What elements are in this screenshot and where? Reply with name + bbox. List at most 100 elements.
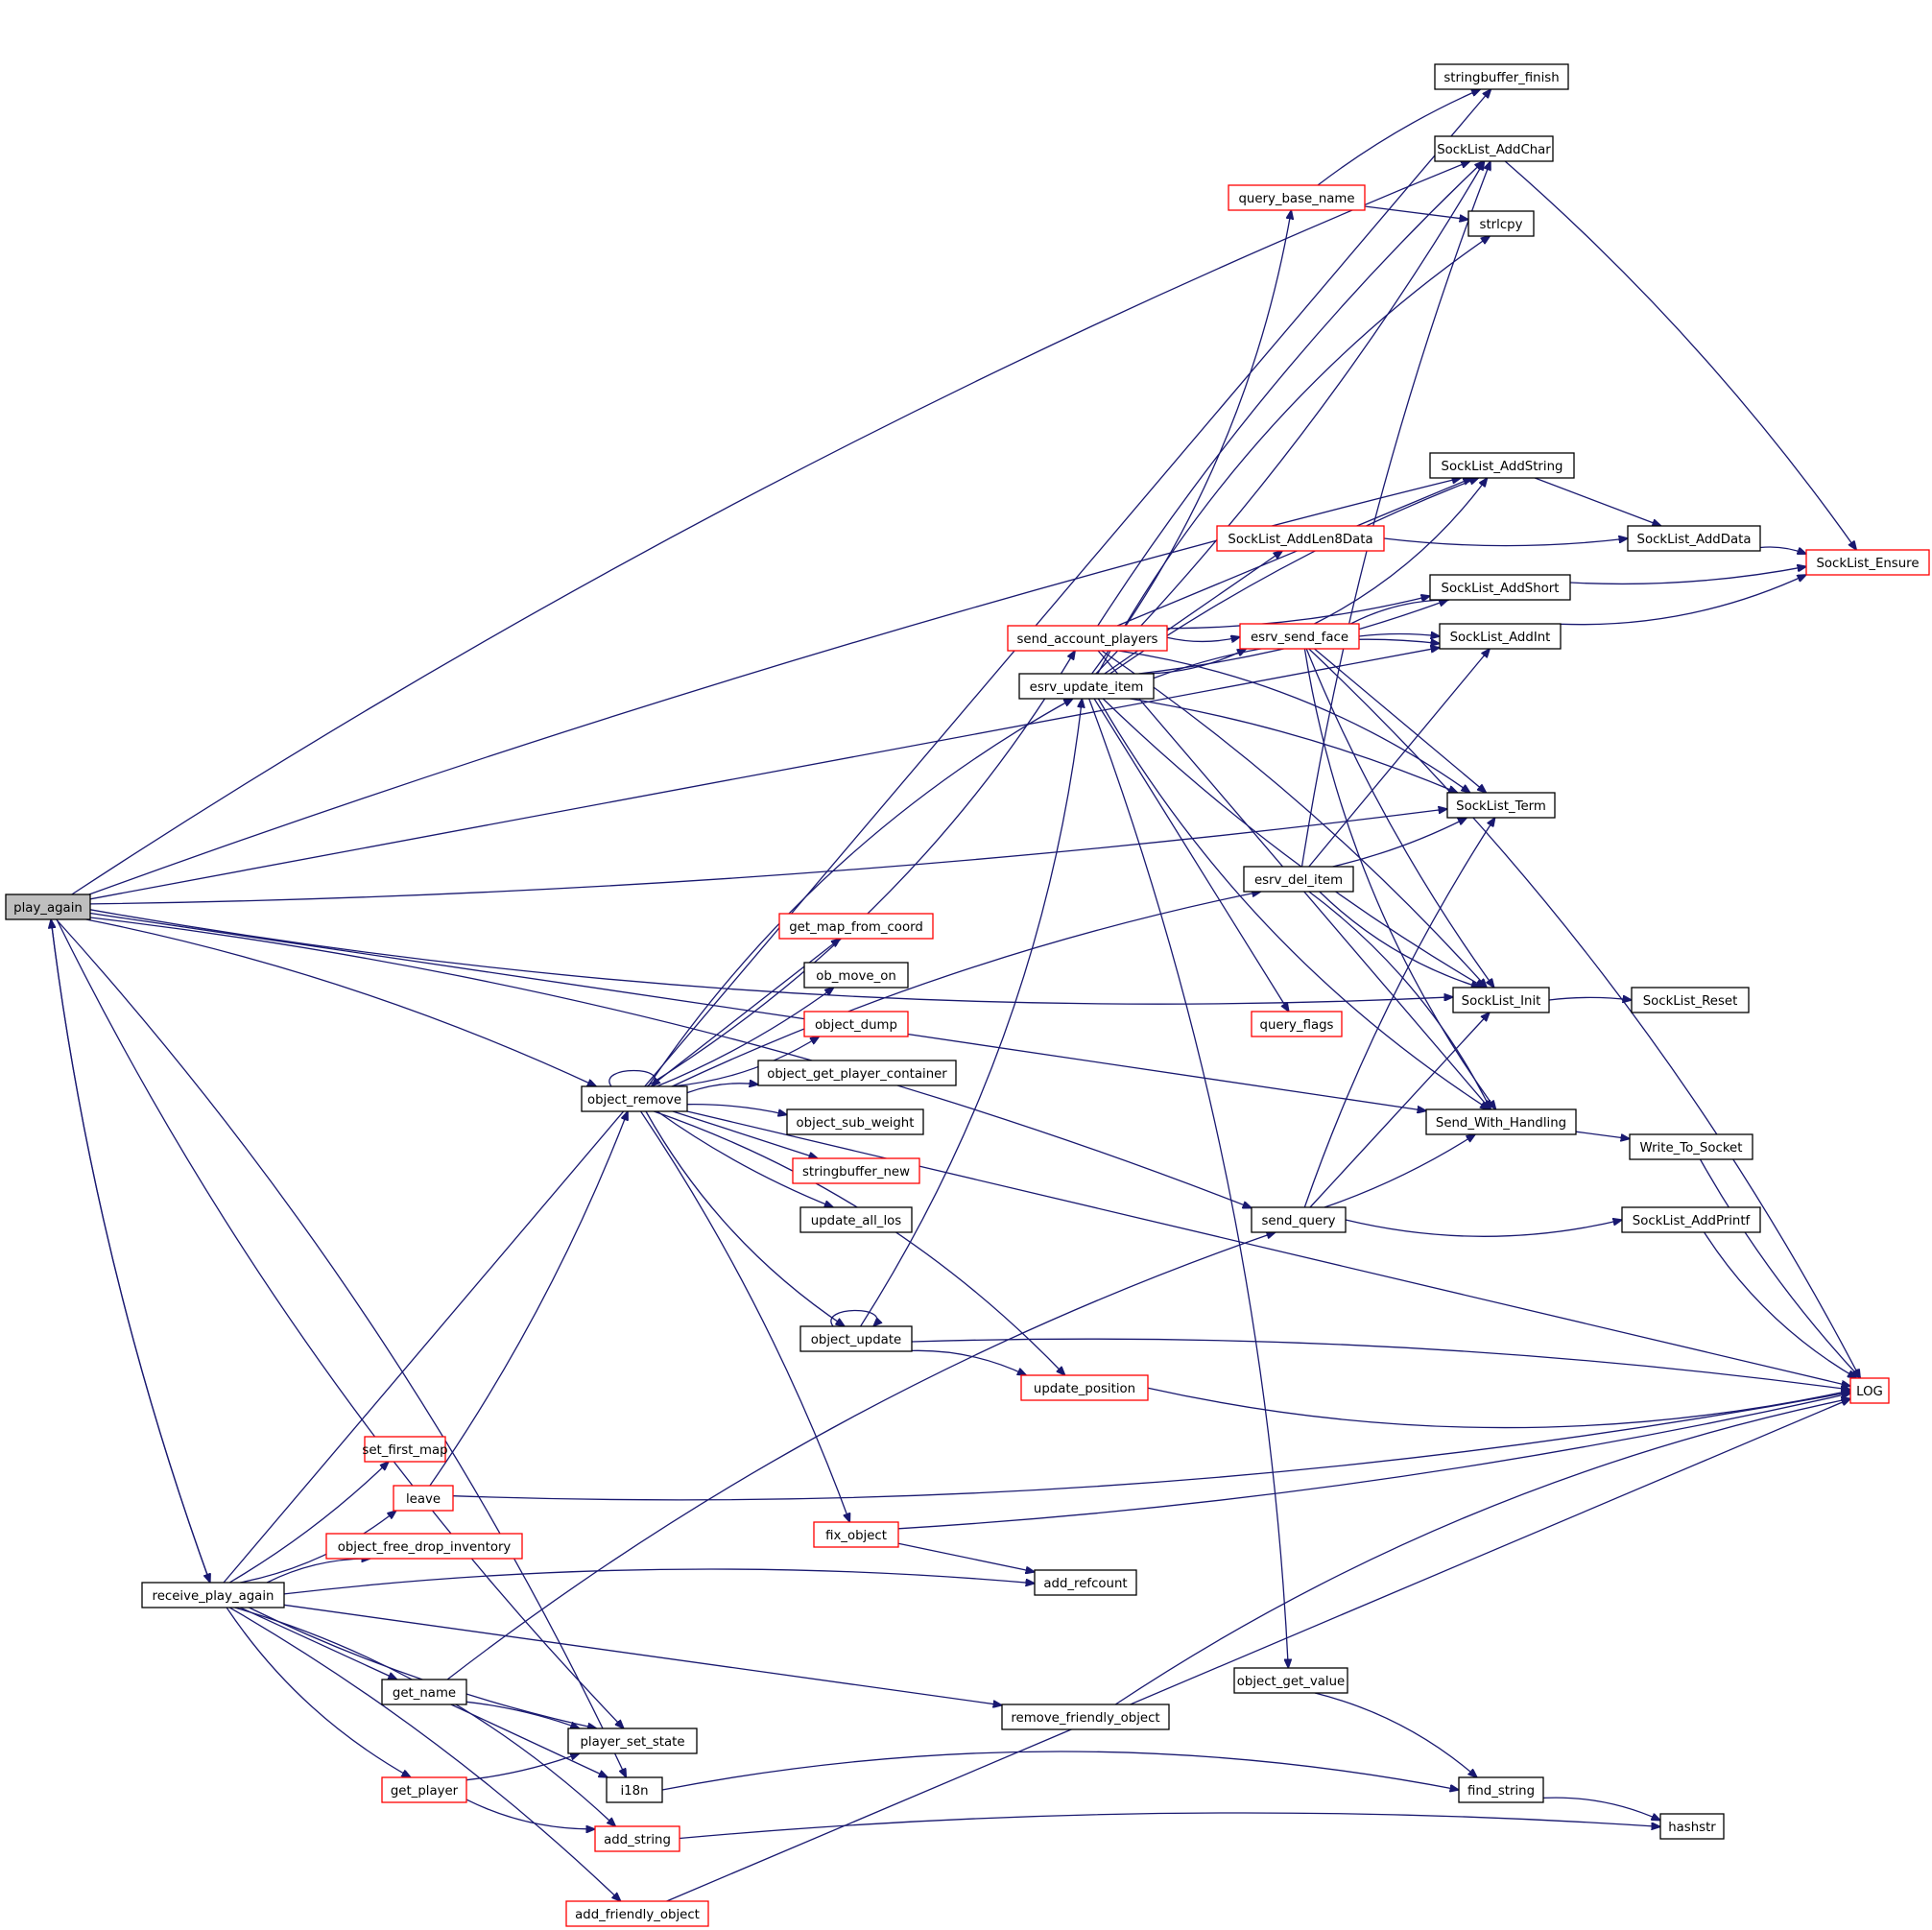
- node-box-fix_object[interactable]: [813, 1521, 899, 1548]
- node-box-LOG[interactable]: [1849, 1377, 1890, 1404]
- node-box-object_remove[interactable]: [581, 1085, 688, 1112]
- node-box-SockList_AddString[interactable]: [1429, 452, 1575, 479]
- node-update_position[interactable]: update_position: [1020, 1374, 1149, 1401]
- node-box-player_set_state[interactable]: [567, 1727, 698, 1754]
- node-box-SockList_Ensure[interactable]: [1805, 549, 1930, 576]
- node-add_friendly_object[interactable]: add_friendly_object: [565, 1900, 709, 1927]
- node-box-SockList_AddShort[interactable]: [1429, 574, 1571, 601]
- node-box-i18n[interactable]: [606, 1776, 663, 1803]
- node-add_refcount[interactable]: add_refcount: [1034, 1569, 1137, 1596]
- node-box-SockList_Init[interactable]: [1452, 987, 1550, 1013]
- node-box-remove_friendly_object[interactable]: [1001, 1704, 1170, 1730]
- node-send_query[interactable]: send_query: [1251, 1206, 1347, 1233]
- node-object_get_player_container[interactable]: object_get_player_container: [757, 1060, 957, 1086]
- node-SockList_AddString[interactable]: SockList_AddString: [1429, 452, 1575, 479]
- node-box-SockList_AddInt[interactable]: [1439, 623, 1562, 650]
- node-leave[interactable]: leave: [393, 1485, 454, 1512]
- node-esrv_send_face[interactable]: esrv_send_face: [1239, 623, 1360, 650]
- node-box-find_string[interactable]: [1458, 1776, 1544, 1803]
- node-box-object_get_player_container[interactable]: [757, 1060, 957, 1086]
- node-SockList_AddChar[interactable]: SockList_AddChar: [1434, 135, 1554, 162]
- node-object_remove[interactable]: object_remove: [581, 1085, 688, 1112]
- node-remove_friendly_object[interactable]: remove_friendly_object: [1001, 1704, 1170, 1730]
- node-box-query_base_name[interactable]: [1228, 184, 1366, 211]
- node-box-SockList_AddData[interactable]: [1627, 525, 1761, 552]
- node-box-hashstr[interactable]: [1659, 1813, 1725, 1840]
- node-box-object_sub_weight[interactable]: [786, 1108, 924, 1135]
- node-get_name[interactable]: get_name: [381, 1679, 467, 1705]
- node-box-object_dump[interactable]: [803, 1011, 909, 1037]
- node-box-SockList_Term[interactable]: [1446, 792, 1556, 819]
- node-box-send_account_players[interactable]: [1007, 625, 1168, 652]
- node-box-esrv_send_face[interactable]: [1239, 623, 1360, 650]
- node-box-strlcpy[interactable]: [1467, 210, 1535, 237]
- node-box-esrv_update_item[interactable]: [1018, 673, 1155, 700]
- node-SockList_Init[interactable]: SockList_Init: [1452, 987, 1550, 1013]
- node-box-stringbuffer_new[interactable]: [792, 1157, 920, 1184]
- node-SockList_AddPrintf[interactable]: SockList_AddPrintf: [1621, 1206, 1761, 1233]
- node-ob_move_on[interactable]: ob_move_on: [803, 962, 909, 989]
- node-box-ob_move_on[interactable]: [803, 962, 909, 989]
- node-box-play_again[interactable]: [5, 894, 91, 920]
- node-object_dump[interactable]: object_dump: [803, 1011, 909, 1037]
- node-box-esrv_del_item[interactable]: [1243, 866, 1354, 893]
- node-set_first_map[interactable]: set_first_map: [362, 1436, 448, 1463]
- node-Send_With_Handling[interactable]: Send_With_Handling: [1425, 1108, 1577, 1135]
- node-find_string[interactable]: find_string: [1458, 1776, 1544, 1803]
- node-box-SockList_Reset[interactable]: [1631, 987, 1750, 1013]
- node-box-object_get_value[interactable]: [1233, 1667, 1348, 1694]
- node-box-SockList_AddChar[interactable]: [1434, 135, 1554, 162]
- node-fix_object[interactable]: fix_object: [813, 1521, 899, 1548]
- node-box-add_friendly_object[interactable]: [565, 1900, 709, 1927]
- node-receive_play_again[interactable]: receive_play_again: [141, 1582, 285, 1608]
- node-SockList_Term[interactable]: SockList_Term: [1446, 792, 1556, 819]
- node-box-get_player[interactable]: [381, 1776, 467, 1803]
- node-LOG[interactable]: LOG: [1849, 1377, 1890, 1404]
- node-object_free_drop_inventory[interactable]: object_free_drop_inventory: [325, 1533, 523, 1560]
- node-object_update[interactable]: object_update: [799, 1325, 913, 1352]
- node-SockList_AddLen8Data[interactable]: SockList_AddLen8Data: [1216, 525, 1385, 552]
- node-box-query_flags[interactable]: [1251, 1011, 1343, 1037]
- node-box-add_refcount[interactable]: [1034, 1569, 1137, 1596]
- node-strlcpy[interactable]: strlcpy: [1467, 210, 1535, 237]
- node-SockList_AddData[interactable]: SockList_AddData: [1627, 525, 1761, 552]
- node-add_string[interactable]: add_string: [594, 1825, 680, 1852]
- node-box-Send_With_Handling[interactable]: [1425, 1108, 1577, 1135]
- node-get_map_from_coord[interactable]: get_map_from_coord: [778, 913, 934, 940]
- node-SockList_Ensure[interactable]: SockList_Ensure: [1805, 549, 1930, 576]
- node-stringbuffer_new[interactable]: stringbuffer_new: [792, 1157, 920, 1184]
- node-box-SockList_AddLen8Data[interactable]: [1216, 525, 1385, 552]
- node-query_flags[interactable]: query_flags: [1251, 1011, 1343, 1037]
- node-box-receive_play_again[interactable]: [141, 1582, 285, 1608]
- node-box-object_update[interactable]: [799, 1325, 913, 1352]
- node-hashstr[interactable]: hashstr: [1659, 1813, 1725, 1840]
- node-esrv_del_item[interactable]: esrv_del_item: [1243, 866, 1354, 893]
- node-box-add_string[interactable]: [594, 1825, 680, 1852]
- node-stringbuffer_finish[interactable]: stringbuffer_finish: [1434, 63, 1569, 90]
- node-esrv_update_item[interactable]: esrv_update_item: [1018, 673, 1155, 700]
- node-update_all_los[interactable]: update_all_los: [799, 1206, 913, 1233]
- node-box-set_first_map[interactable]: [364, 1436, 446, 1463]
- node-query_base_name[interactable]: query_base_name: [1228, 184, 1366, 211]
- node-SockList_AddInt[interactable]: SockList_AddInt: [1439, 623, 1562, 650]
- node-box-update_position[interactable]: [1020, 1374, 1149, 1401]
- node-box-SockList_AddPrintf[interactable]: [1621, 1206, 1761, 1233]
- node-object_sub_weight[interactable]: object_sub_weight: [786, 1108, 924, 1135]
- node-box-get_name[interactable]: [381, 1679, 467, 1705]
- node-box-leave[interactable]: [393, 1485, 454, 1512]
- node-box-update_all_los[interactable]: [799, 1206, 913, 1233]
- node-box-Write_To_Socket[interactable]: [1629, 1133, 1753, 1160]
- node-Write_To_Socket[interactable]: Write_To_Socket: [1629, 1133, 1753, 1160]
- node-box-stringbuffer_finish[interactable]: [1434, 63, 1569, 90]
- node-box-get_map_from_coord[interactable]: [778, 913, 934, 940]
- node-SockList_AddShort[interactable]: SockList_AddShort: [1429, 574, 1571, 601]
- node-box-send_query[interactable]: [1251, 1206, 1347, 1233]
- node-send_account_players[interactable]: send_account_players: [1007, 625, 1168, 652]
- node-box-object_free_drop_inventory[interactable]: [325, 1533, 523, 1560]
- node-object_get_value[interactable]: object_get_value: [1233, 1667, 1348, 1694]
- node-SockList_Reset[interactable]: SockList_Reset: [1631, 987, 1750, 1013]
- node-i18n[interactable]: i18n: [606, 1776, 663, 1803]
- node-get_player[interactable]: get_player: [381, 1776, 467, 1803]
- node-player_set_state[interactable]: player_set_state: [567, 1727, 698, 1754]
- node-play_again[interactable]: play_again: [5, 894, 91, 920]
